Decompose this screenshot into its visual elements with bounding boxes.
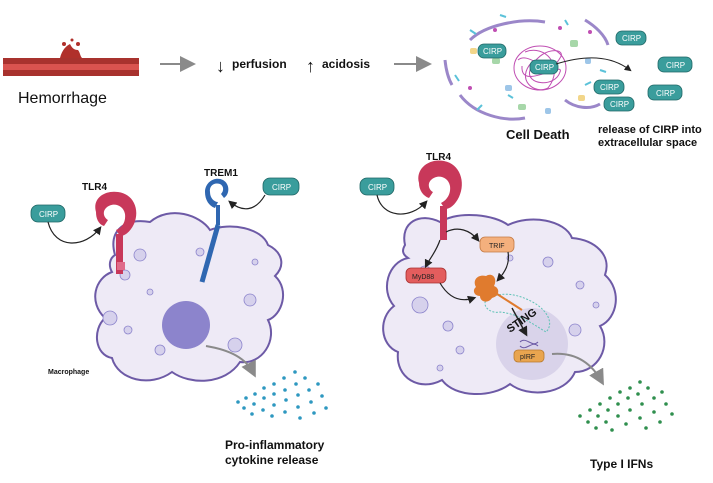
cell-death-debris-icon	[443, 14, 610, 121]
cirp-pill: CIRP	[477, 43, 507, 59]
svg-text:TRIF: TRIF	[489, 243, 505, 250]
svg-text:CIRP: CIRP	[600, 83, 619, 92]
cirp-pill: CIRP	[359, 177, 395, 196]
svg-text:CIRP: CIRP	[272, 183, 291, 192]
release-label-line2: extracellular space	[598, 137, 697, 149]
perfusion-label: perfusion	[232, 57, 287, 71]
cytokine-label-line1: Pro-inflammatory	[225, 438, 325, 452]
secretion-arrow-icon	[205, 345, 256, 378]
pirf-node: pIRF	[513, 349, 545, 363]
cytokine-label-line2: cytokine release	[225, 453, 319, 467]
trem1-receptor-icon	[199, 178, 229, 283]
signal-arrow-icon	[496, 251, 510, 282]
sting-protein-icon	[473, 274, 551, 333]
svg-text:CIRP: CIRP	[39, 210, 58, 219]
binding-arrow-icon	[47, 221, 102, 244]
myd88-node: MyD88	[405, 267, 447, 284]
cirp-pill: CIRP	[603, 96, 635, 112]
ifn-dots-icon	[578, 380, 674, 432]
release-arrow-icon	[555, 57, 632, 72]
svg-text:MyD88: MyD88	[412, 274, 434, 281]
dna-icon	[519, 339, 539, 349]
signal-arrow-icon	[511, 307, 528, 337]
cirp-pill: CIRP	[593, 79, 625, 95]
hemorrhage-label: Hemorrhage	[18, 90, 107, 107]
tlr4-label-right: TLR4	[426, 152, 451, 163]
nucleus-right	[496, 308, 568, 380]
tlr4-receptor-icon	[418, 160, 462, 240]
tlr4-label-left: TLR4	[82, 182, 107, 193]
cirp-pill: CIRP	[657, 56, 693, 73]
cirp-pill: CIRP	[30, 204, 66, 223]
svg-text:CIRP: CIRP	[610, 100, 629, 109]
cirp-pill: CIRP	[615, 30, 647, 46]
svg-text:CIRP: CIRP	[368, 183, 387, 192]
cell-death-label: Cell Death	[506, 127, 570, 142]
nucleus	[162, 301, 210, 349]
secretion-arrow-icon	[551, 352, 604, 386]
up-arrow-icon: ↑	[306, 56, 315, 76]
cytokine-dots-icon	[236, 370, 328, 420]
cirp-pill: CIRP	[262, 177, 300, 196]
svg-text:CIRP: CIRP	[483, 47, 502, 56]
svg-text:CIRP: CIRP	[622, 34, 641, 43]
tlr4-receptor-icon	[95, 191, 137, 274]
svg-text:CIRP: CIRP	[656, 89, 675, 98]
svg-text:CIRP: CIRP	[535, 63, 554, 72]
macrophage-label: Macrophage	[48, 369, 89, 376]
svg-text:CIRP: CIRP	[666, 61, 685, 70]
signal-arrow-icon	[424, 239, 441, 269]
binding-arrow-icon	[228, 194, 266, 210]
signal-arrow-icon	[445, 228, 480, 242]
signal-arrow-icon	[439, 282, 477, 304]
binding-arrow-icon	[376, 194, 428, 215]
cirp-pill: CIRP	[529, 59, 559, 75]
type-i-ifn-label: Type I IFNs	[590, 457, 653, 471]
hemorrhage-vessel-icon	[3, 38, 139, 76]
release-label-line1: release of CIRP into	[598, 124, 702, 136]
acidosis-label: acidosis	[322, 57, 370, 71]
trif-node: TRIF	[479, 236, 515, 253]
cirp-pill: CIRP	[647, 84, 683, 101]
trem1-label: TREM1	[204, 168, 238, 179]
down-arrow-icon: ↓	[216, 56, 225, 76]
svg-text:pIRF: pIRF	[520, 354, 535, 361]
